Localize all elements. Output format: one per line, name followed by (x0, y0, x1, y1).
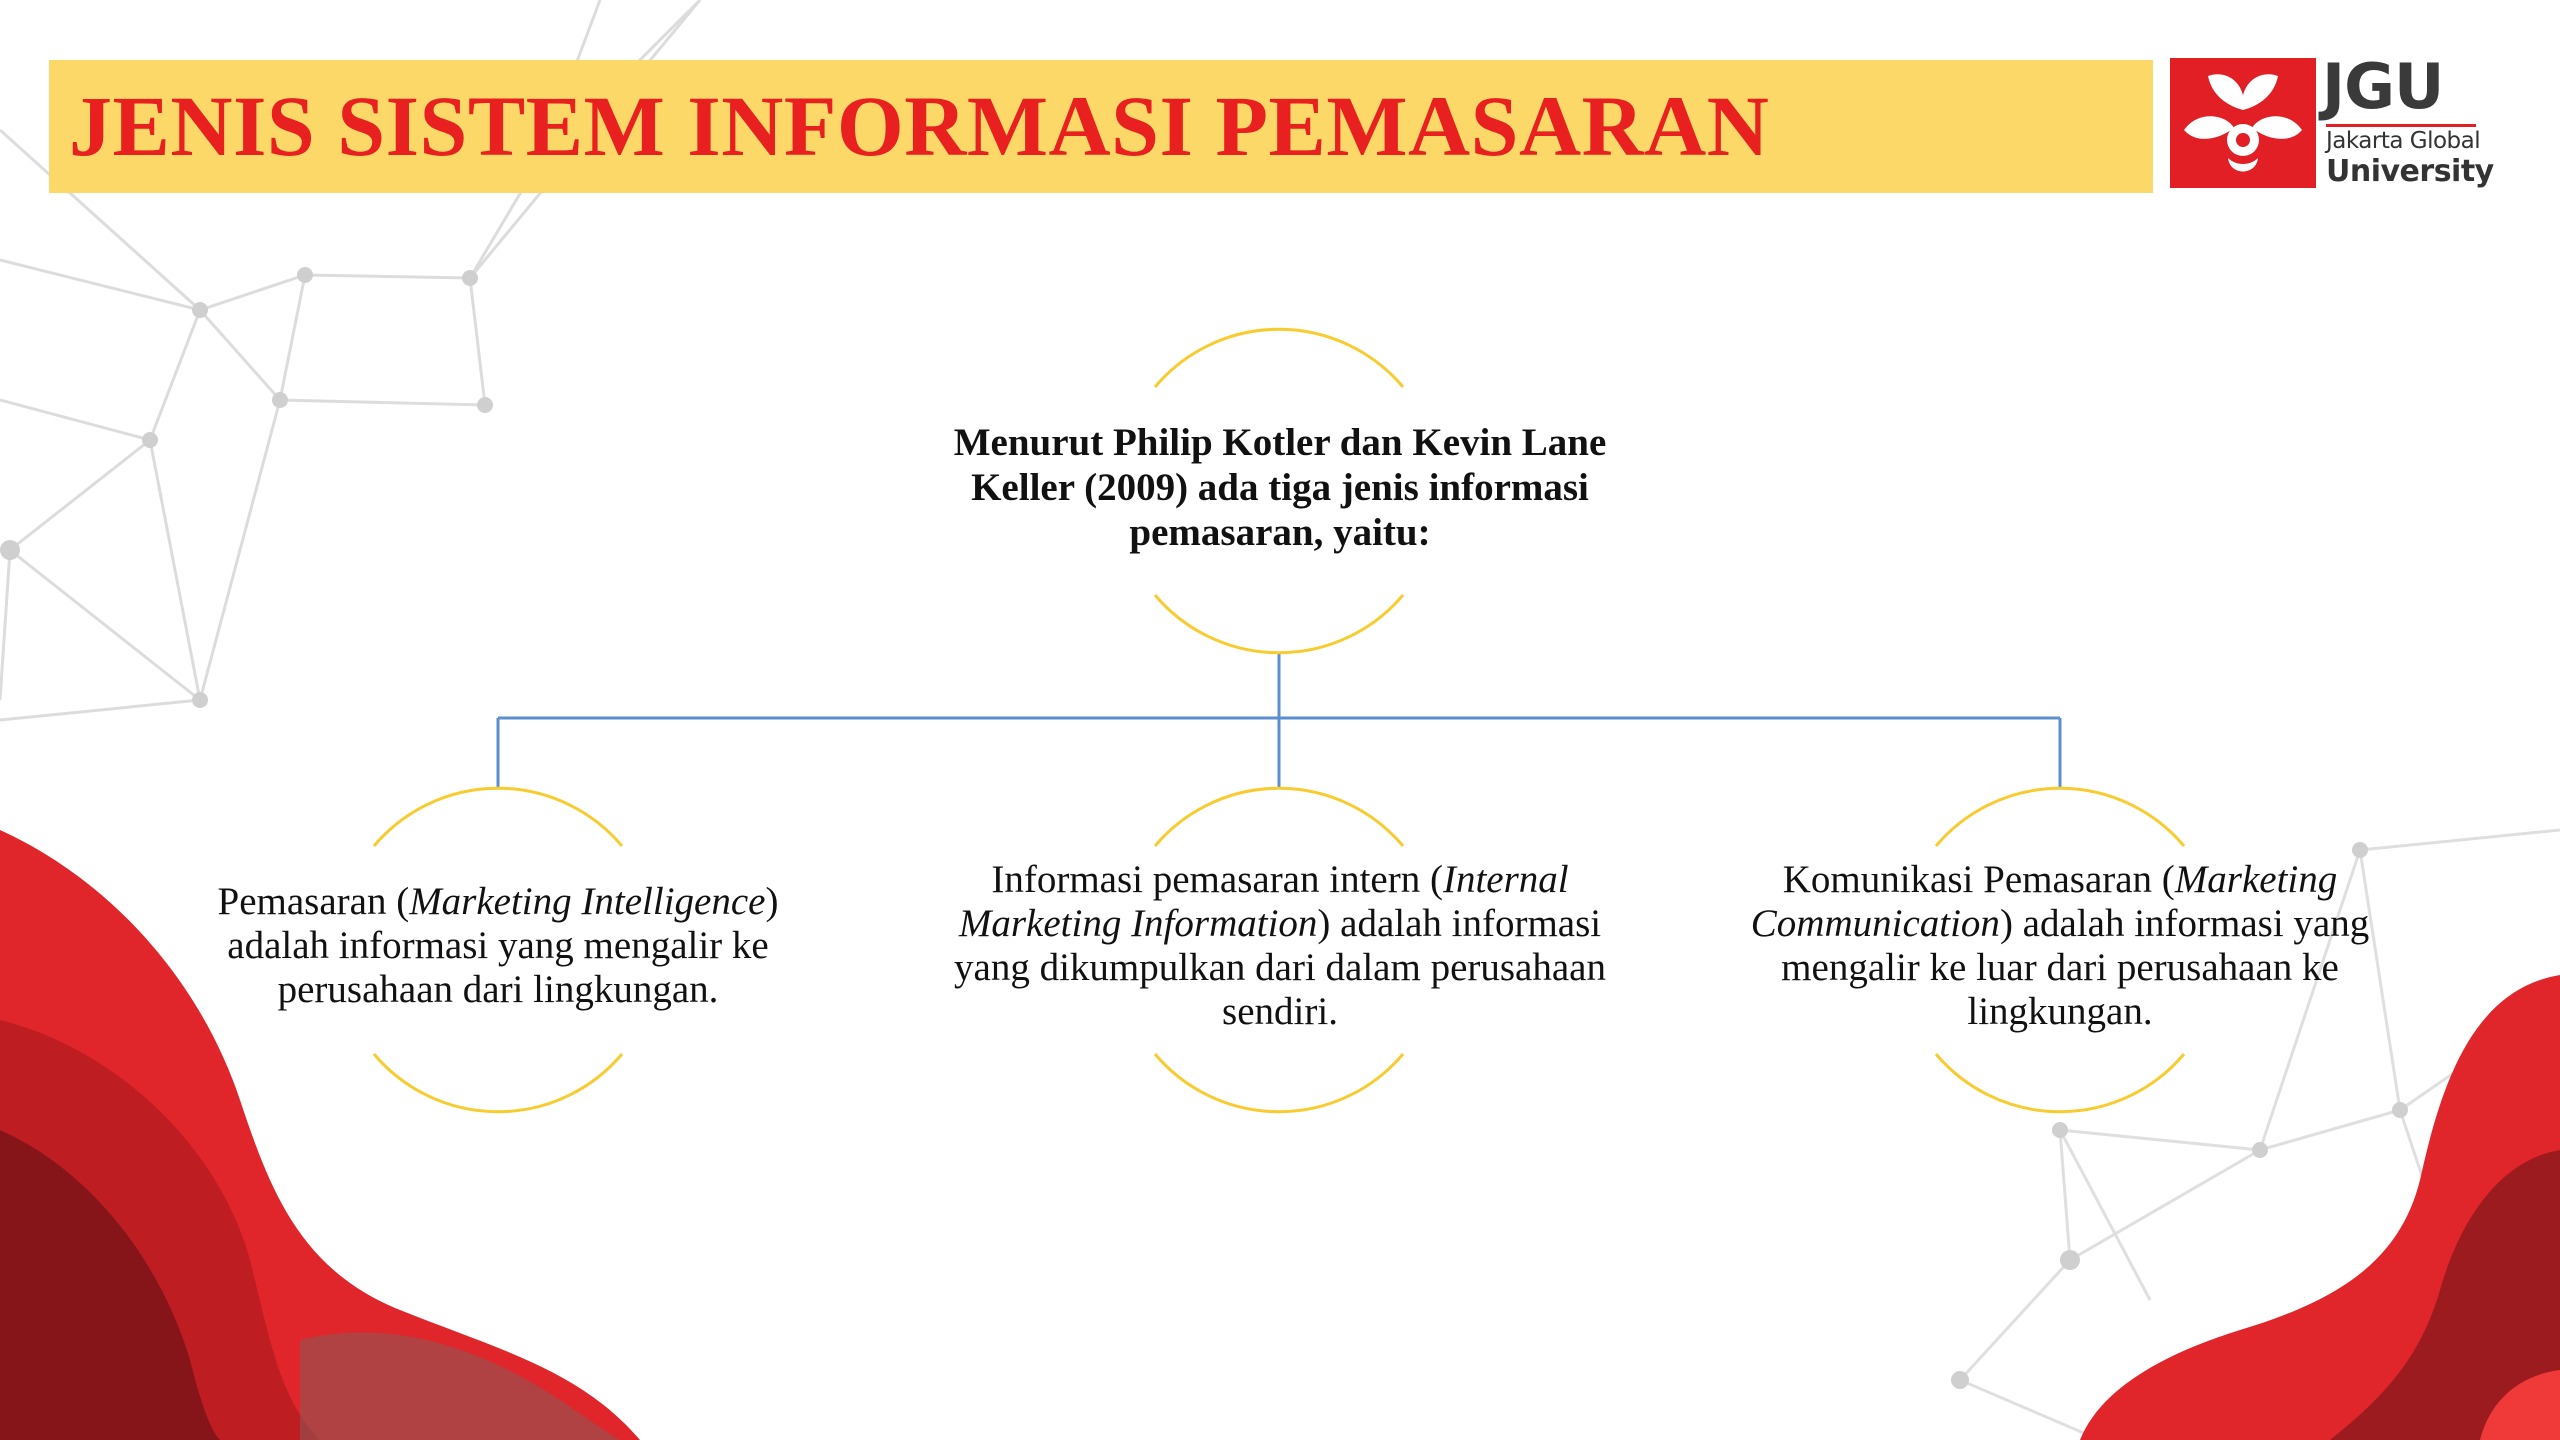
child-3-text-after: ) adalah informasi yang mengalir ke luar… (1781, 902, 2370, 1033)
grey-wave-bottom-left (300, 1332, 620, 1440)
jgu-logo: JGU Jakarta Global University (2170, 52, 2494, 192)
circle-arcs (372, 327, 2186, 1114)
root-arc-bottom (1153, 594, 1405, 655)
root-arc-top (1153, 327, 1405, 388)
child-1-arc-bottom (372, 1053, 624, 1114)
orchid-flower-icon (2170, 58, 2316, 188)
child-2-text-before: Informasi pemasaran intern ( (991, 858, 1443, 901)
logo-line-1: Jakarta Global (2326, 128, 2481, 154)
root-node-text: Menurut Philip Kotler dan Kevin Lane Kel… (953, 421, 1607, 554)
child-3-text-before: Komunikasi Pemasaran ( (1782, 858, 2175, 901)
child-1-text-after: ) adalah informasi yang mengalir ke peru… (227, 880, 779, 1011)
child-1-arc-top (372, 786, 624, 847)
red-wave-bottom-right-dark (2330, 1150, 2560, 1440)
red-wave-bottom-left-dark (0, 1130, 220, 1440)
logo-line-2: University (2326, 154, 2494, 189)
child-2-text-italic: Internal Marketing Information (958, 858, 1569, 945)
red-wave-bottom-right-bright (2480, 1370, 2560, 1440)
child-1-text-before: Pemasaran ( (217, 880, 410, 923)
child-3-text-italic: Marketing Communication (1750, 858, 2338, 945)
slide-title: JENIS SISTEM INFORMASI PEMASARAN (69, 78, 1770, 174)
child-node-internal-marketing-information: Informasi pemasaran intern (Internal Mar… (950, 858, 1610, 1034)
child-1-text-italic: Marketing Intelligence (409, 880, 766, 923)
logo-wordmark: JGU (2322, 50, 2444, 123)
child-2-arc-bottom (1153, 1053, 1405, 1114)
child-node-marketing-communication: Komunikasi Pemasaran (Marketing Communic… (1730, 858, 2390, 1034)
child-2-text-after: ) adalah informasi yang dikumpulkan dari… (954, 902, 1606, 1033)
child-2-arc-top (1153, 786, 1405, 847)
child-node-marketing-intelligence: Pemasaran (Marketing Intelligence) adala… (168, 880, 828, 1012)
title-bar: JENIS SISTEM INFORMASI PEMASARAN (49, 60, 2153, 193)
network-nodes-bottom-right (1951, 842, 2408, 1389)
child-3-arc-bottom (1934, 1053, 2186, 1114)
logo-underline (2326, 124, 2476, 127)
connector-lines (496, 652, 2062, 788)
child-3-arc-top (1934, 786, 2186, 847)
